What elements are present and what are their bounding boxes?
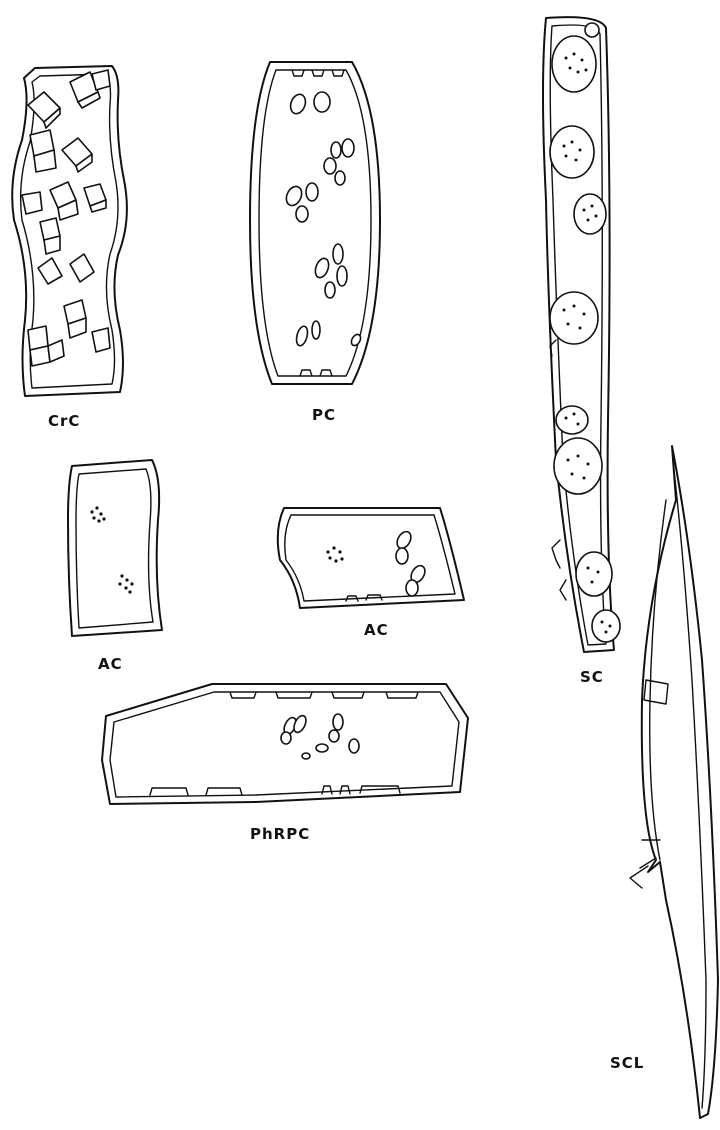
sclereid [630,446,718,1118]
crc-label: CrC [48,412,80,430]
albuminous-cell-left [68,460,162,636]
phrpc-label: PhRPC [250,825,310,843]
nucleus-dots [90,506,133,593]
sc-label: SC [580,668,604,686]
crystal-cell [12,66,127,396]
albuminous-cell-middle [278,508,464,608]
nucleus-dots [326,546,343,562]
phloem-ray-parenchyma-cell [102,684,468,804]
starch-grains [283,92,362,347]
pc-label: PC [312,406,336,424]
crystal-grains [22,70,110,366]
ac-left-label: AC [98,655,123,673]
parenchyma-cell [250,62,380,384]
ac-middle-label: AC [364,621,389,639]
scl-label: SCL [610,1054,644,1072]
sieve-cell [543,17,620,652]
